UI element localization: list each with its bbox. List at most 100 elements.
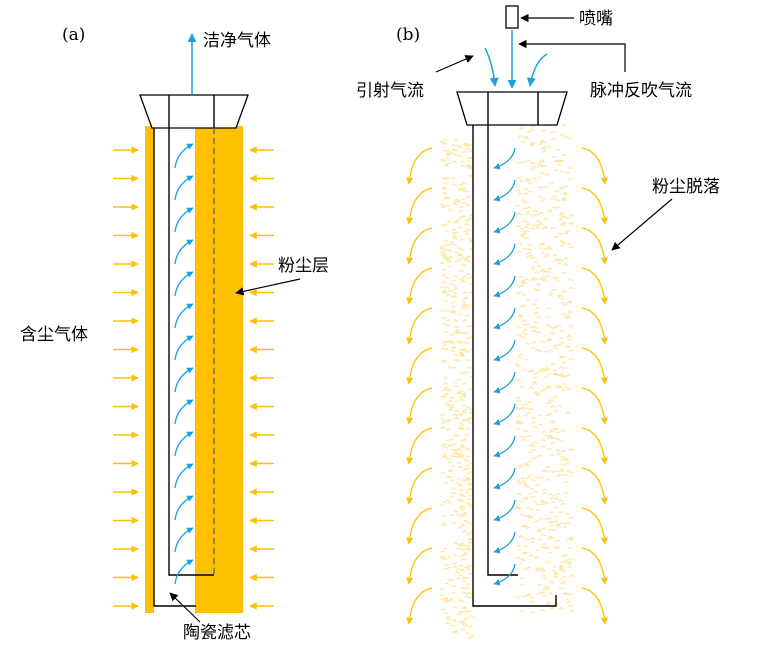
dust-particle [540, 609, 546, 612]
dust-particle [562, 592, 568, 595]
dust-particle [467, 148, 473, 151]
dust-particle [466, 366, 472, 370]
dust-particle [525, 507, 531, 510]
dust-particle [548, 397, 554, 400]
dust-particle [451, 346, 457, 350]
dust-particle [558, 499, 564, 503]
dust-particle [552, 254, 558, 257]
dust-particle [447, 289, 453, 293]
dust-particle [565, 512, 571, 515]
dust-particle [439, 158, 445, 162]
dust-particle [557, 295, 563, 298]
dust-particle [554, 385, 560, 388]
dust-particle [451, 630, 457, 634]
dust-particle [467, 167, 473, 170]
dust-particle [463, 548, 469, 551]
dust-particle [523, 544, 529, 548]
dust-particle [462, 519, 468, 523]
dust-particle [516, 176, 522, 180]
dust-particle [558, 355, 564, 359]
dust-particle [547, 247, 553, 251]
dust-particle [528, 386, 534, 390]
dust-fall-arrow [406, 547, 433, 585]
dust-particle [465, 587, 471, 590]
dust-particle [517, 356, 523, 360]
dust-particle [525, 485, 531, 489]
dust-particle [518, 610, 524, 613]
dust-fall-arrow [581, 187, 608, 225]
dust-particle [560, 312, 566, 316]
dust-particle [525, 464, 531, 468]
dust-particle [451, 231, 457, 235]
dust-particle [559, 468, 564, 472]
dust-particle [563, 136, 569, 139]
dust-particle [440, 471, 446, 475]
dust-particle [551, 155, 557, 159]
dust-particle [463, 223, 469, 226]
dust-particle [522, 552, 528, 556]
dust-particle [455, 331, 461, 334]
dust-particle [568, 471, 574, 475]
dust-particle [542, 279, 548, 282]
dust-particle [462, 230, 468, 234]
dust-particle [467, 482, 473, 485]
flow-curl [174, 175, 194, 201]
dust-particle [462, 181, 467, 185]
dust-particle [564, 462, 570, 465]
dust-particle [453, 319, 458, 322]
dust-particle [457, 253, 463, 257]
dust-particle [523, 414, 529, 417]
dust-particle [541, 147, 546, 151]
flow-curl [493, 499, 516, 522]
dust-particle [556, 384, 562, 388]
dust-particle [546, 339, 552, 342]
dust-particle [468, 625, 474, 628]
dust-particle [549, 420, 555, 423]
dust-particle [441, 177, 447, 180]
dust-particle [455, 547, 461, 550]
dust-particle [526, 476, 532, 480]
dust-particle [546, 601, 552, 604]
dust-particle [559, 186, 565, 190]
dust-particle [527, 435, 533, 438]
dust-particle [559, 337, 564, 340]
dust-particle [526, 130, 532, 134]
dust-particle [443, 377, 449, 380]
dust-particle [445, 419, 451, 422]
filter-bore-b [487, 92, 518, 576]
dust-particle [452, 619, 457, 622]
dust-particle [519, 577, 524, 580]
dust-particle [457, 483, 463, 487]
dust-fall-arrow [581, 147, 608, 185]
dust-particle [552, 369, 558, 372]
dust-particle [553, 520, 559, 524]
dust-particle [528, 554, 534, 558]
dust-particle [555, 437, 561, 441]
dust-particle [553, 395, 559, 398]
dust-particle [460, 280, 466, 284]
dust-particle [554, 279, 560, 282]
dust-particle [456, 455, 462, 458]
dust-particle [529, 408, 535, 411]
dust-particle [454, 385, 460, 388]
dust-particle [541, 129, 547, 133]
dust-particle [559, 240, 565, 243]
dust-particle [458, 421, 464, 425]
dust-particle [540, 197, 546, 201]
dust-particle [562, 124, 567, 127]
dust-particle [524, 278, 530, 281]
dust-particle [518, 135, 524, 138]
dust-particle [466, 260, 472, 263]
dust-particle [452, 449, 458, 452]
dust-particle [530, 141, 536, 145]
dust-particle [548, 294, 554, 297]
dust-particle [556, 343, 562, 347]
dust-particle [538, 423, 544, 427]
dust-particle [458, 216, 464, 219]
dust-particle [525, 210, 531, 214]
dust-particle [553, 546, 559, 549]
dust-particle [463, 296, 469, 300]
dust-particle [530, 495, 536, 499]
dust-particle [560, 502, 566, 506]
dust-particle [446, 428, 452, 431]
